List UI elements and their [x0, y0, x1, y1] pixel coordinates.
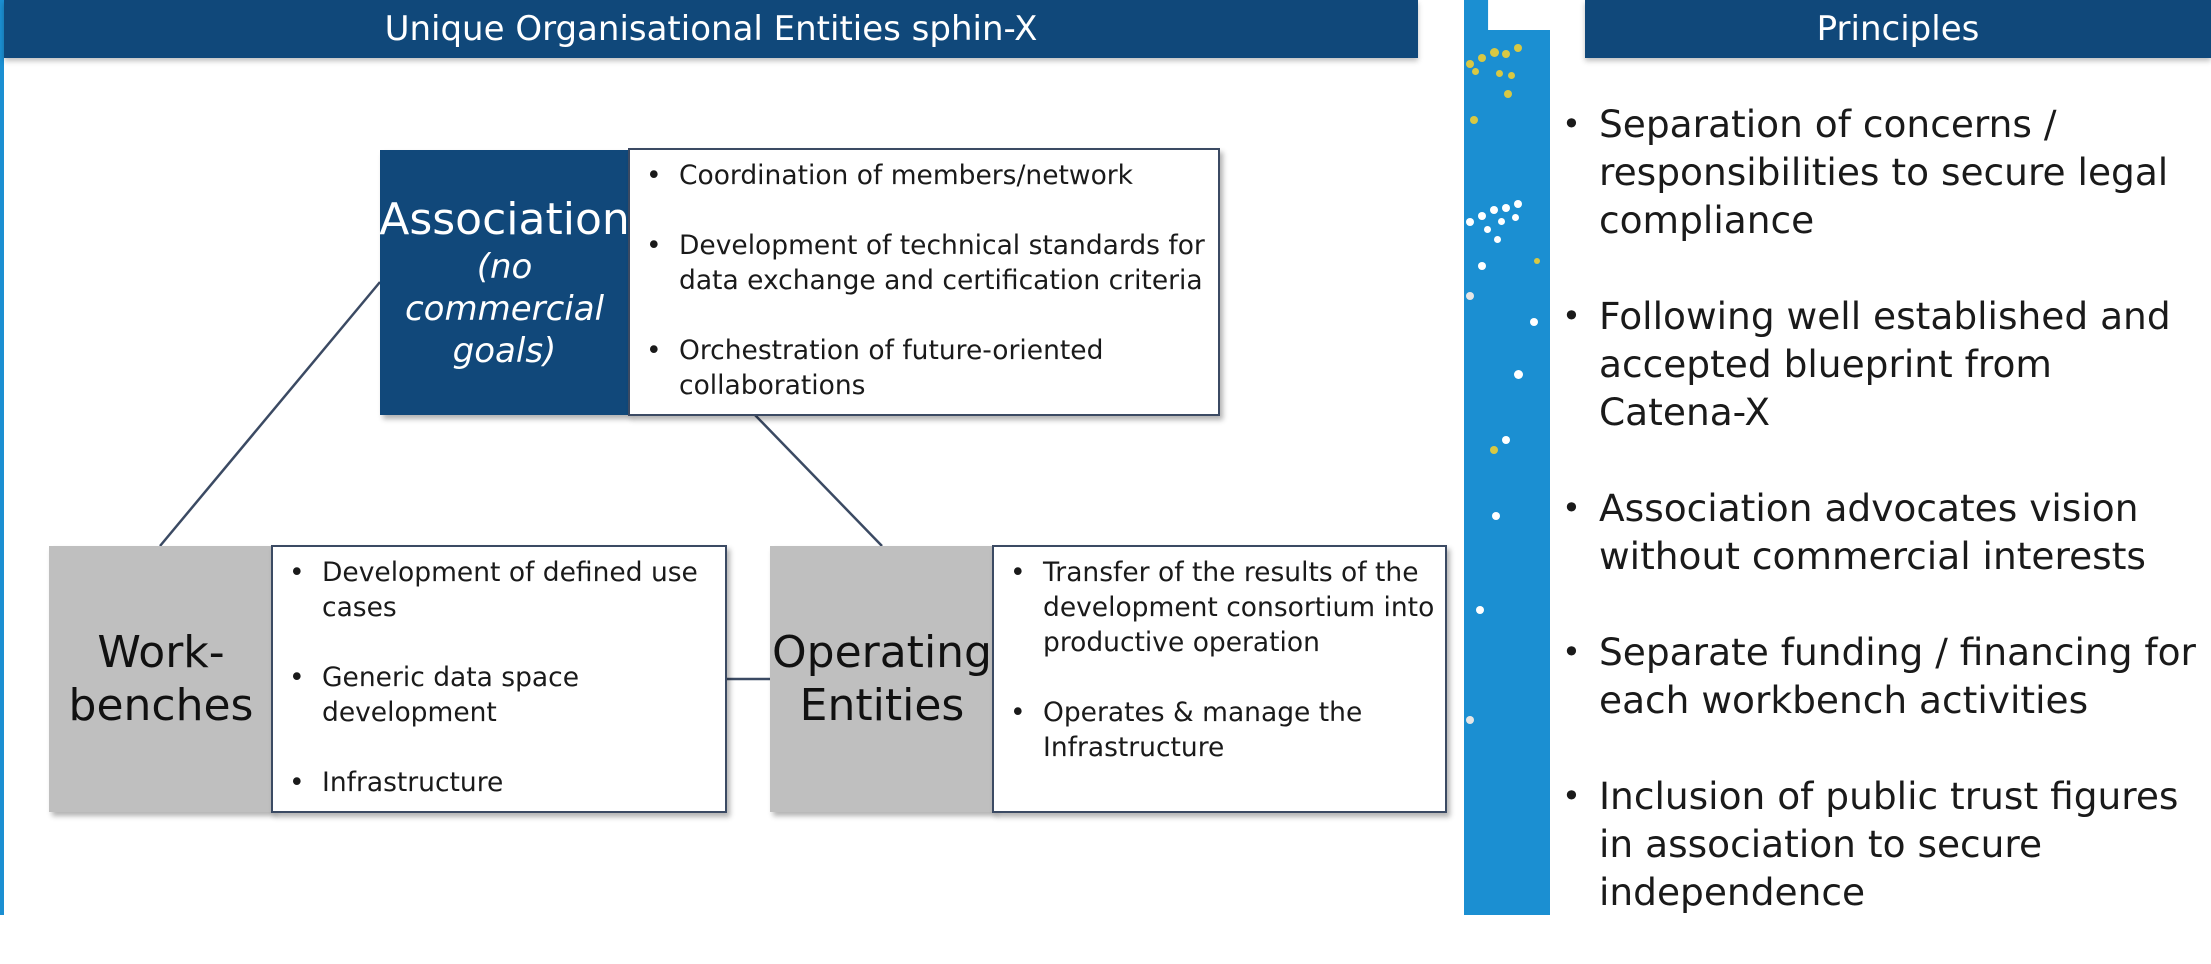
decorative-dot — [1502, 50, 1510, 58]
principle-item: Separation of concerns / responsibilitie… — [1562, 100, 2207, 244]
decorative-dot — [1502, 436, 1510, 444]
decorative-dot — [1476, 606, 1484, 614]
decorative-dot — [1466, 292, 1474, 300]
decorative-dot — [1466, 716, 1474, 724]
operating-entities-item: Operates & manage the Infrastructure — [1008, 695, 1435, 765]
connector-association-operating — [754, 414, 883, 547]
association-description-box: Coordination of members/network Developm… — [628, 148, 1220, 416]
decorative-dot — [1504, 90, 1512, 98]
association-items: Coordination of members/network Developm… — [644, 158, 1208, 403]
decorative-dot — [1466, 60, 1474, 68]
workbenches-title-line1: Work- — [97, 627, 225, 678]
operating-entities-title-line1: Operating — [772, 627, 992, 678]
association-item: Coordination of members/network — [644, 158, 1208, 193]
entities-header: Unique Organisational Entities sphin-X — [4, 0, 1418, 58]
left-frame-border — [0, 0, 4, 915]
decorative-dot — [1484, 226, 1491, 233]
decorative-dot — [1508, 72, 1515, 79]
decorative-dot — [1494, 236, 1501, 243]
principles-header-title: Principles — [1816, 9, 1980, 49]
association-subtitle: (no commercial goals) — [404, 247, 605, 371]
principle-item: Following well established and accepted … — [1562, 292, 2207, 436]
decorative-dot — [1534, 258, 1540, 264]
entities-header-title: Unique Organisational Entities sphin-X — [384, 9, 1038, 49]
principle-item: Inclusion of public trust figures in ass… — [1562, 772, 2207, 916]
association-item: Orchestration of future-oriented collabo… — [644, 333, 1208, 403]
connector-association-workbenches — [159, 281, 381, 547]
decorative-dot — [1514, 370, 1523, 379]
decorative-dot — [1470, 116, 1478, 124]
decorative-dot — [1472, 68, 1479, 75]
principle-item: Separate funding / financing for each wo… — [1562, 628, 2207, 724]
decorative-dot — [1514, 44, 1522, 52]
workbenches-title-box: Work- benches — [49, 546, 273, 812]
decorative-dot — [1490, 48, 1499, 57]
principle-item: Association advocates vision without com… — [1562, 484, 2207, 580]
decorative-dot — [1514, 200, 1522, 208]
operating-entities-item: Transfer of the results of the developme… — [1008, 555, 1435, 660]
decorative-dot — [1496, 70, 1503, 77]
decorative-blue-band — [1464, 0, 1550, 915]
decorative-dot — [1466, 218, 1474, 226]
workbenches-description-box: Development of defined use cases Generic… — [271, 545, 727, 813]
principles-header: Principles — [1585, 0, 2211, 58]
association-title: Association — [379, 194, 630, 245]
workbenches-item: Generic data space development — [287, 660, 715, 730]
decorative-dot — [1530, 318, 1538, 326]
workbenches-item: Development of defined use cases — [287, 555, 715, 625]
decorative-dot — [1512, 214, 1519, 221]
decorative-dot — [1502, 204, 1510, 212]
association-title-box: Association (no commercial goals) — [379, 150, 630, 415]
principles-list: Separation of concerns / responsibilitie… — [1562, 100, 2207, 964]
decorative-dot — [1478, 262, 1486, 270]
connector-lines — [159, 281, 883, 681]
decorative-dot — [1490, 446, 1498, 454]
band-notch — [1464, 0, 1550, 30]
decorative-dot — [1492, 512, 1500, 520]
decorative-dot — [1490, 206, 1498, 214]
workbenches-items: Development of defined use cases Generic… — [287, 555, 715, 800]
decorative-dot — [1498, 218, 1505, 225]
operating-entities-items: Transfer of the results of the developme… — [1008, 555, 1435, 765]
workbenches-title-line2: benches — [68, 680, 254, 731]
operating-entities-title-line2: Entities — [799, 680, 965, 731]
operating-entities-description-box: Transfer of the results of the developme… — [992, 545, 1447, 813]
operating-entities-title-box: Operating Entities — [770, 546, 994, 812]
decorative-dot — [1478, 54, 1486, 62]
decorative-dot — [1478, 212, 1486, 220]
association-item: Development of technical standards for d… — [644, 228, 1208, 298]
workbenches-item: Infrastructure — [287, 765, 715, 800]
